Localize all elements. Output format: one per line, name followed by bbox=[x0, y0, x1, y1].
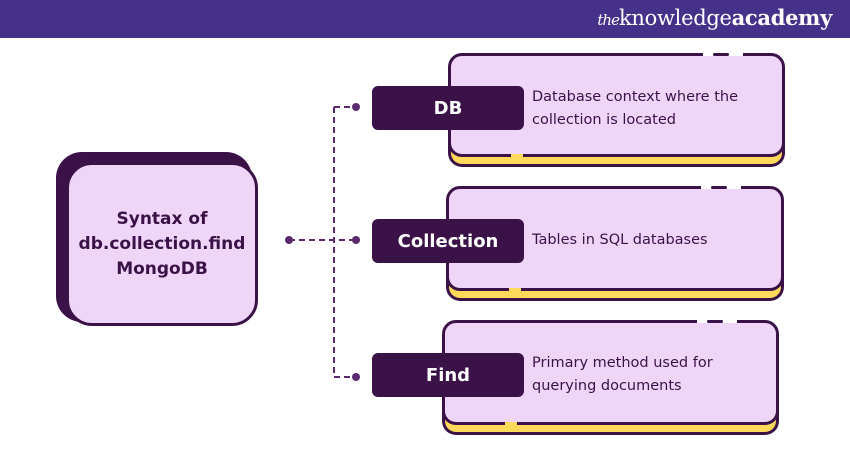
connector-dot-collection bbox=[352, 236, 360, 244]
header-bar: theknowledgeacademy bbox=[0, 0, 850, 38]
label-find: Find bbox=[372, 353, 524, 397]
card-db-description: Database context where the collection is… bbox=[532, 89, 738, 128]
label-collection: Collection bbox=[372, 219, 524, 263]
brand-logo: theknowledgeacademy bbox=[597, 5, 832, 30]
main-topic-title: Syntax of db.collection.find MongoDB bbox=[78, 208, 246, 279]
card-collection-description: Tables in SQL databases bbox=[532, 232, 708, 248]
card-find-description: Primary method used for querying documen… bbox=[532, 355, 713, 394]
connector-dot-db bbox=[352, 103, 360, 111]
connector-dot-main bbox=[285, 236, 293, 244]
brand-logo-mid: knowledge bbox=[618, 6, 732, 30]
brand-logo-suffix: academy bbox=[731, 5, 833, 30]
card-find: Primary method used for querying documen… bbox=[442, 320, 779, 435]
connector-dot-find bbox=[352, 373, 360, 381]
label-db: DB bbox=[372, 86, 524, 130]
main-topic-box: Syntax of db.collection.find MongoDB bbox=[66, 162, 258, 326]
brand-logo-prefix: the bbox=[597, 11, 620, 29]
